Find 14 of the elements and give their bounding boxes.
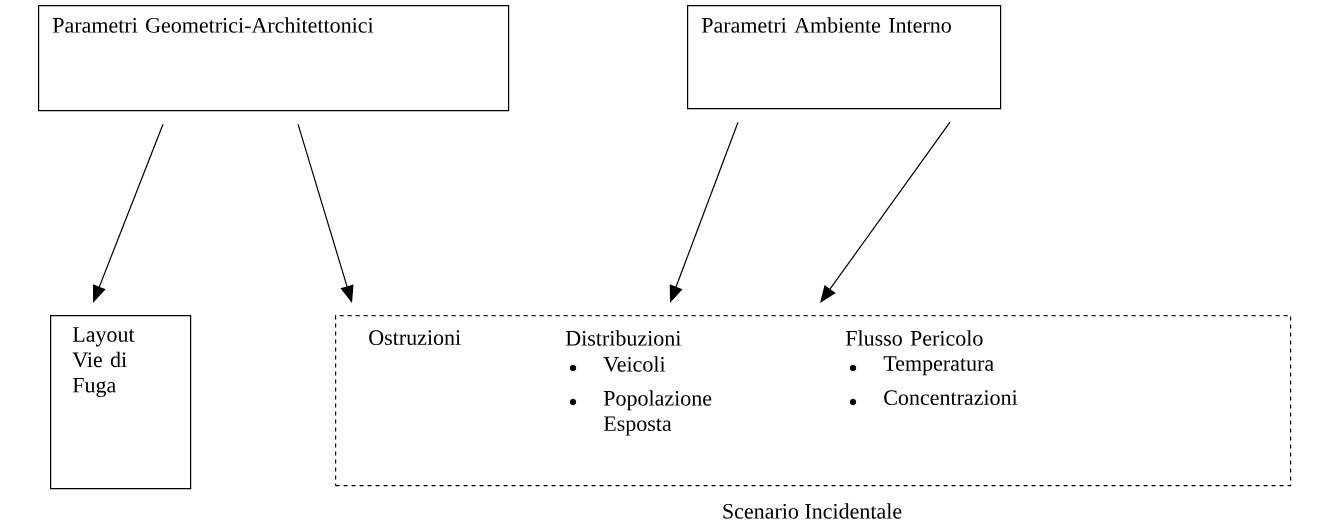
arrow — [669, 121, 739, 303]
bullet-item: Veicoli — [569, 356, 666, 372]
arrow — [820, 121, 951, 303]
arrow — [92, 123, 164, 303]
node-label: Scenario Incidentale — [723, 503, 902, 519]
bullet-item: Popolazione Esposta — [569, 390, 712, 436]
label: Flusso Pericolo — [845, 330, 983, 346]
process-box: Parametri Ambiente Interno — [687, 5, 1002, 110]
label: Ostruzioni — [369, 330, 461, 346]
bullet-item: Concentrazioni — [849, 390, 1018, 406]
label: Distribuzioni — [565, 330, 681, 346]
process-box: Layout Vie di Fuga — [50, 315, 192, 490]
bullet-item: Temperatura — [849, 356, 994, 376]
process-box: Parametri Geometrici-Architettonici — [38, 5, 510, 112]
